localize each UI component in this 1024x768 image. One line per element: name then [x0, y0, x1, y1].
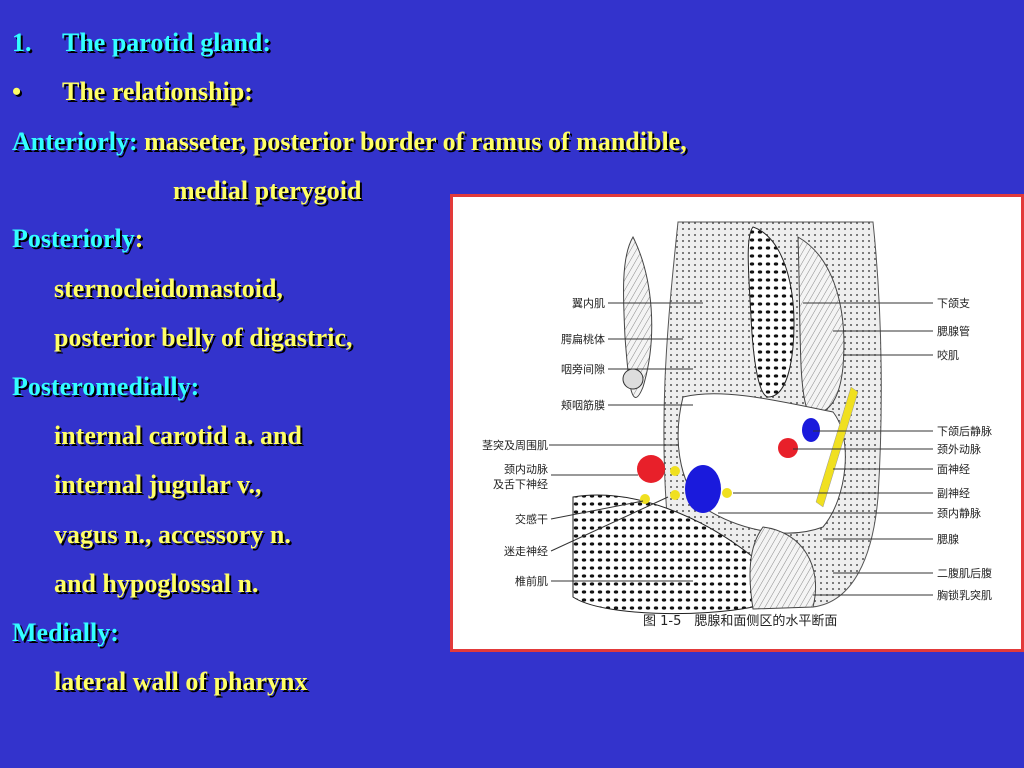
sternocleidomastoid [749, 526, 817, 610]
anteriorly-text-2: medial pterygoid [173, 176, 362, 205]
figure-label: 胸锁乳突肌 [937, 588, 992, 602]
vagus-nerve [670, 490, 680, 500]
figure-label: 茎突及周围肌 [482, 438, 548, 452]
figure-label: 颈外动脉 [937, 442, 981, 456]
figure-label: 咽旁间隙 [561, 362, 605, 376]
heading-number: 1. [12, 28, 32, 57]
medially-label: Medially: [12, 618, 119, 647]
figure-label: 腮腺管 [937, 324, 970, 338]
external-carotid-artery [778, 438, 798, 458]
posteromedially-item: internal carotid a. and [54, 421, 302, 450]
posteriorly-item: sternocleidomastoid, [54, 274, 283, 303]
figure-label: 颈内静脉 [937, 506, 981, 520]
figure-label: 面神经 [937, 462, 970, 476]
figure-label: 下颌后静脉 [937, 424, 992, 438]
posteromedially-item: and hypoglossal n. [54, 569, 259, 598]
figure-label: 腮腺 [937, 532, 959, 546]
bullet-symbol: • [12, 77, 22, 106]
posteriorly-heading: Posteriorly: [12, 224, 143, 254]
posteromedially-item: vagus n., accessory n. [54, 520, 291, 549]
internal-jugular-vein [685, 465, 721, 513]
heading-title: The parotid gland: [62, 28, 272, 57]
posteriorly-item: posterior belly of digastric, [54, 323, 353, 352]
posteriorly-colon: : [134, 224, 144, 253]
medially-item: lateral wall of pharynx [54, 667, 308, 696]
left-leader-lines [549, 302, 703, 582]
tonsil [622, 368, 644, 390]
figure-label: 下颌支 [937, 296, 970, 310]
figure-label: 二腹肌后腹 [937, 566, 992, 580]
figure-label: 颊咽筋膜 [561, 398, 605, 412]
figure-label: 迷走神经 [504, 544, 548, 558]
right-leader-lines [718, 302, 933, 596]
anatomy-figure: 翼内肌 腭扁桃体 咽旁间隙 颊咽筋膜 茎突及周围肌 颈内动脉 及舌下神经 交感干… [450, 194, 1024, 652]
anteriorly-label: Anteriorly: [12, 127, 138, 156]
bullet-text: The relationship: [62, 77, 253, 106]
internal-carotid-artery [637, 455, 665, 483]
posteriorly-label: Posteriorly [12, 224, 135, 253]
figure-label: 咬肌 [937, 348, 959, 362]
pharynx-wall [622, 235, 653, 398]
cross-section-illustration: 翼内肌 腭扁桃体 咽旁间隙 颊咽筋膜 茎突及周围肌 颈内动脉 及舌下神经 交感干… [482, 221, 992, 629]
mandible-ramus [747, 226, 795, 398]
posteromedially-label: Posteromedially: [12, 372, 200, 401]
facial-nerve [815, 386, 859, 508]
sympathetic-trunk [640, 494, 650, 504]
figure-label: 颈内动脉 [504, 462, 548, 476]
figure-caption: 图 1-5 腮腺和面侧区的水平断面 [643, 613, 837, 629]
anteriorly-text-1: masseter, posterior border of ramus of m… [144, 127, 687, 156]
accessory-nerve [722, 488, 732, 498]
hypoglossal-nerve [670, 466, 680, 476]
figure-label: 翼内肌 [572, 296, 605, 310]
figure-label: 及舌下神经 [493, 477, 548, 491]
figure-label: 椎前肌 [515, 574, 548, 588]
figure-label: 腭扁桃体 [561, 332, 605, 346]
figure-label: 副神经 [937, 486, 970, 500]
masseter [797, 236, 845, 414]
anteriorly-line: Anteriorly: masseter, posterior border o… [12, 127, 687, 157]
figure-label: 交感干 [515, 512, 548, 526]
posteromedially-item: internal jugular v., [54, 470, 262, 499]
retromandibular-vein [802, 418, 820, 442]
